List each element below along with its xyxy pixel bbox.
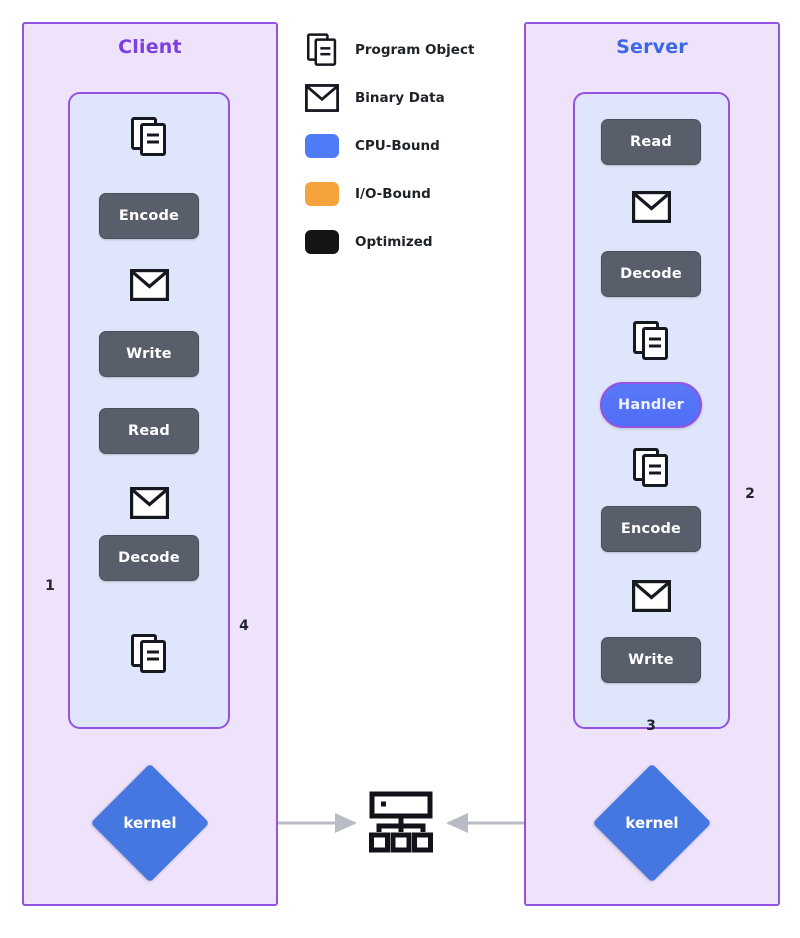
legend-label: Program Object: [355, 42, 475, 58]
program-object-icon: [131, 633, 167, 675]
legend-item-io-bound: I/O-Bound: [305, 170, 520, 218]
binary-data-icon: [632, 191, 671, 223]
cpu-bound-swatch: [305, 134, 339, 158]
node-server-read[interactable]: Read: [601, 119, 701, 165]
legend-item-optimized: Optimized: [305, 218, 520, 266]
node-label: Write: [126, 346, 172, 362]
node-label: Encode: [620, 521, 682, 537]
node-server-decode[interactable]: Decode: [601, 251, 701, 297]
node-client-decode[interactable]: Decode: [99, 535, 199, 581]
legend-label: CPU-Bound: [355, 138, 440, 154]
swatch-icon: [305, 177, 339, 211]
node-server-write[interactable]: Write: [601, 637, 701, 683]
node-label: Decode: [620, 266, 682, 282]
node-server-handler[interactable]: Handler: [600, 382, 702, 428]
optimized-swatch: [305, 230, 339, 254]
node-label: Read: [630, 134, 672, 150]
program-object-icon: [633, 320, 669, 362]
node-label: Decode: [118, 550, 180, 566]
network-switch-icon: [368, 791, 434, 854]
program-object-icon: [305, 33, 339, 67]
client-panel-title: Client: [118, 36, 182, 58]
server-kernel-label: kernel: [625, 814, 679, 832]
node-label: Write: [628, 652, 674, 668]
legend-item-cpu-bound: CPU-Bound: [305, 122, 520, 170]
edge-label-step-1: 1: [45, 578, 55, 594]
node-server-encode[interactable]: Encode: [601, 506, 701, 552]
node-label: Encode: [118, 208, 180, 224]
client-kernel-label: kernel: [123, 814, 177, 832]
legend-label: Optimized: [355, 234, 433, 250]
legend-item-binary-data: Binary Data: [305, 74, 520, 122]
server-kernel-node[interactable]: kernel: [592, 763, 712, 883]
swatch-icon: [305, 225, 339, 259]
node-label: Read: [128, 423, 170, 439]
node-client-write[interactable]: Write: [99, 331, 199, 377]
edge-label-step-2: 2: [745, 486, 755, 502]
client-kernel-node[interactable]: kernel: [90, 763, 210, 883]
edge-label-step-4: 4: [239, 618, 249, 634]
legend-item-program-object: Program Object: [305, 26, 520, 74]
node-client-encode[interactable]: Encode: [99, 193, 199, 239]
node-client-read[interactable]: Read: [99, 408, 199, 454]
binary-data-icon: [130, 269, 169, 301]
program-object-icon: [633, 447, 669, 489]
legend: Program Object Binary Data CPU-Bound I/O…: [305, 26, 520, 266]
node-label: Handler: [618, 397, 684, 413]
io-bound-swatch: [305, 182, 339, 206]
binary-data-icon: [305, 81, 339, 115]
legend-label: I/O-Bound: [355, 186, 431, 202]
server-panel-title: Server: [616, 36, 688, 58]
edge-label-step-3: 3: [646, 718, 656, 734]
swatch-icon: [305, 129, 339, 163]
binary-data-icon: [130, 487, 169, 519]
legend-label: Binary Data: [355, 90, 445, 106]
binary-data-icon: [632, 580, 671, 612]
program-object-icon: [131, 116, 167, 158]
